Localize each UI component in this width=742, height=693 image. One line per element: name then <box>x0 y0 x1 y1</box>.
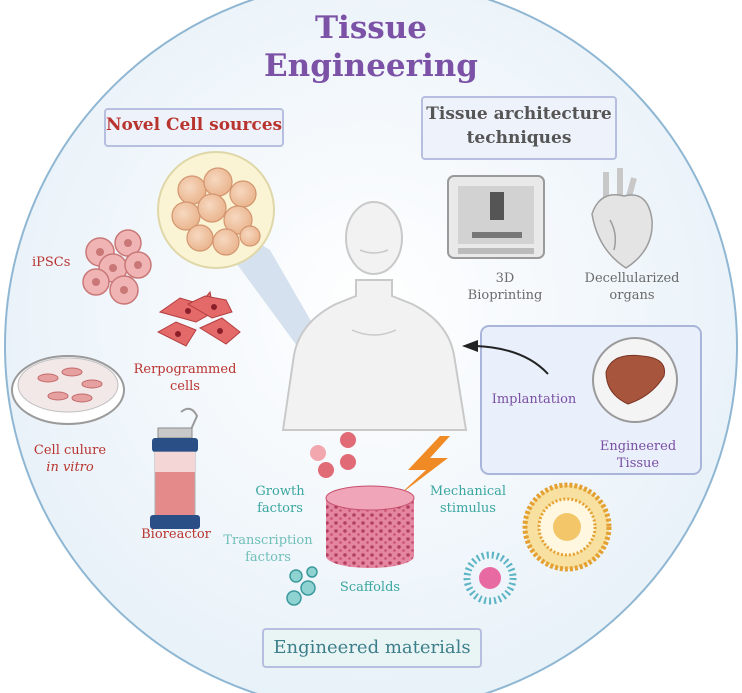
engineered-materials-label: Engineered materials <box>273 637 471 658</box>
engineered-tissue-label-1: Engineered <box>599 439 677 454</box>
tissue-architecture-line-1: Tissue architecture <box>426 104 612 124</box>
title-line-2: Engineering <box>264 48 478 84</box>
bioreactor-label: Bioreactor <box>141 527 211 542</box>
decellularized-label-1: Decellularized <box>584 271 680 286</box>
mechanical-stimulus-label-2: stimulus <box>440 501 496 516</box>
cell-cluster-icon <box>171 167 261 256</box>
micelle-icon <box>463 551 517 605</box>
reprogrammed-label-1: Rerpogrammed <box>133 362 237 377</box>
engineered-tissue-label-2: Tissue <box>616 456 660 471</box>
scaffolds-label: Scaffolds <box>339 580 401 595</box>
transcription-factors-label-1: Transcription <box>223 533 313 548</box>
growth-factors-icon <box>310 432 356 478</box>
tissue-architecture-box: Tissue architecture techniques <box>421 96 617 160</box>
tissue-architecture-line-2: techniques <box>466 128 572 148</box>
bioreactor-icon <box>150 407 200 529</box>
mechanical-stimulus-label-1: Mechanical <box>429 484 507 499</box>
reprogrammed-cells-icon <box>156 290 241 347</box>
ipscs-label: iPSCs <box>32 255 71 270</box>
liver-icon <box>605 354 666 405</box>
transcription-factors-icon <box>286 566 318 606</box>
cell-culture-label-2: in vitro <box>46 460 94 475</box>
decellularized-heart-icon <box>591 168 653 269</box>
implantation-label: Implantation <box>491 392 577 407</box>
growth-factors-label-2: factors <box>257 501 303 516</box>
novel-cell-sources-box: Novel Cell sources <box>104 108 284 147</box>
petri-dish-icon <box>11 355 125 425</box>
human-body-icon <box>281 201 468 431</box>
lightning-icon <box>398 436 450 496</box>
cell-culture-label-1: Cell culure <box>33 443 107 458</box>
bioprinting-label-1: 3D <box>495 271 515 286</box>
title-line-1: Tissue <box>314 10 427 46</box>
decellularized-label-2: organs <box>609 288 655 303</box>
implantation-arrow <box>475 345 549 375</box>
3d-printer-icon <box>447 175 545 259</box>
engineered-materials-box: Engineered materials <box>262 628 482 668</box>
reprogrammed-label-2: cells <box>170 379 200 394</box>
liposome-icon <box>522 482 612 572</box>
transcription-factors-label-2: factors <box>245 550 291 565</box>
bioprinting-label-2: Bioprinting <box>467 288 543 303</box>
scaffold-icon <box>325 485 415 568</box>
growth-factors-label-1: Growth <box>255 484 305 499</box>
novel-cell-sources-label: Novel Cell sources <box>106 115 283 135</box>
